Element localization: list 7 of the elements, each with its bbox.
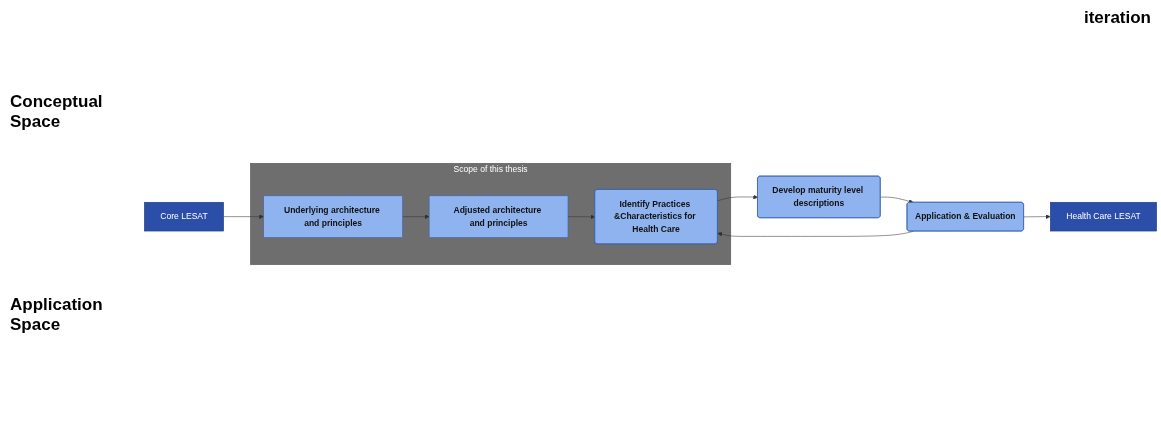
text-label: iteration <box>1083 8 1151 28</box>
node-box: Adjusted architecture and principles <box>428 195 569 238</box>
node-box: Underlying architecture and principles <box>263 195 403 238</box>
node-box: Health Care LESAT <box>1050 201 1157 231</box>
node-box: Core LESAT <box>144 201 224 231</box>
text-label: Conceptual Space <box>10 91 104 132</box>
text-label: Application Space <box>10 295 104 336</box>
